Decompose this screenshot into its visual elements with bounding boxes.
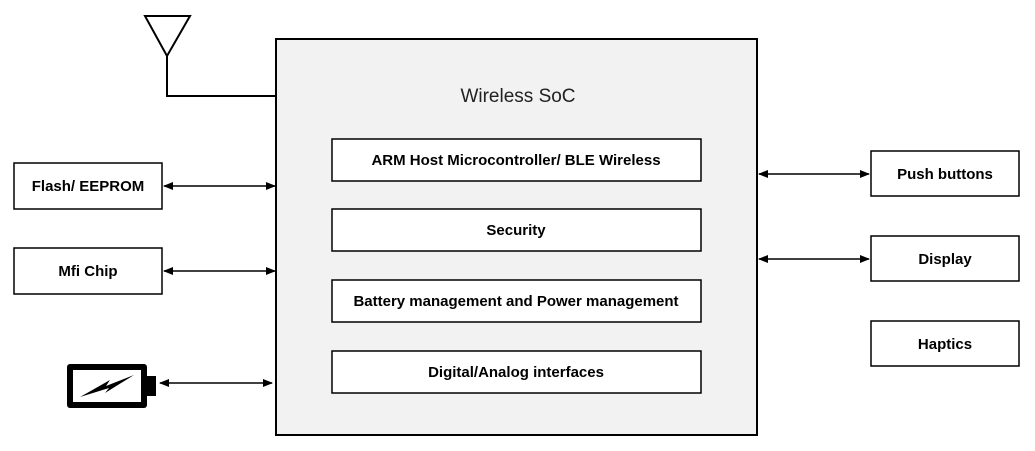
mfi-chip-box: Mfi Chip [13, 247, 163, 295]
soc-block-digital-analog: Digital/Analog interfaces [331, 350, 702, 394]
soc-block-battery-power: Battery management and Power management [331, 279, 702, 323]
flash-eeprom-label: Flash/ EEPROM [32, 178, 145, 195]
antenna-icon [143, 15, 276, 97]
display-label: Display [918, 251, 972, 268]
push-buttons-label: Push buttons [897, 166, 993, 183]
mfi-chip-label: Mfi Chip [58, 263, 117, 280]
soc-block-security: Security [331, 208, 702, 252]
wireless-soc: Wireless SoC ARM Host Microcontroller/ B… [275, 38, 758, 436]
push-buttons-box: Push buttons [870, 150, 1020, 197]
soc-block-arm-host: ARM Host Microcontroller/ BLE Wireless [331, 138, 702, 182]
flash-eeprom-box: Flash/ EEPROM [13, 162, 163, 210]
soc-block-label: ARM Host Microcontroller/ BLE Wireless [371, 152, 660, 169]
haptics-box: Haptics [870, 320, 1020, 367]
display-box: Display [870, 235, 1020, 282]
haptics-label: Haptics [918, 336, 972, 353]
soc-block-label: Digital/Analog interfaces [428, 364, 604, 381]
soc-block-label: Battery management and Power management [353, 293, 678, 310]
soc-title: Wireless SoC [460, 86, 575, 107]
battery-icon [67, 364, 156, 408]
soc-block-label: Security [486, 222, 546, 239]
